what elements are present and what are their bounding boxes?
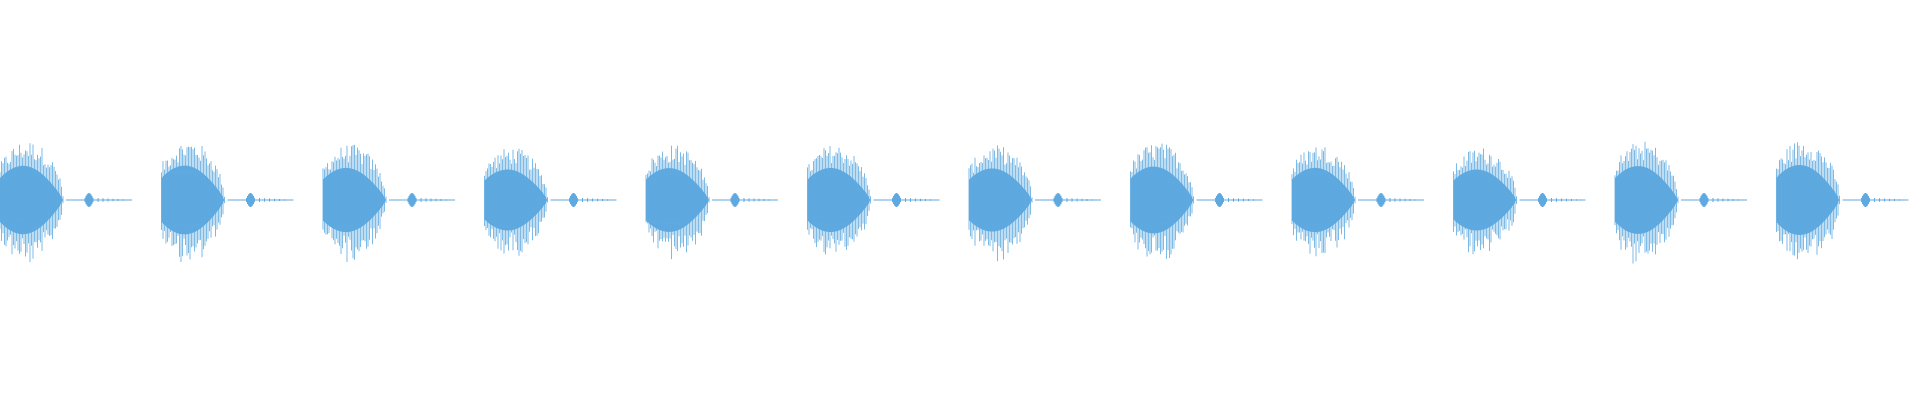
waveform-burst	[645, 145, 778, 260]
waveform-tail	[1035, 193, 1101, 207]
waveform-tail	[550, 193, 617, 207]
waveform-burst	[1614, 141, 1747, 264]
waveform-spikes	[0, 143, 64, 263]
waveform-spikes	[1453, 148, 1517, 255]
waveform-burst	[1776, 142, 1909, 260]
waveform-tail	[712, 193, 778, 207]
waveform-burst	[1453, 148, 1586, 255]
waveform-spikes	[1291, 147, 1356, 257]
waveform-tail	[227, 193, 294, 207]
waveform-burst	[1130, 143, 1263, 259]
waveform-spikes	[1776, 142, 1840, 260]
waveform-spikes	[968, 145, 1033, 262]
waveform-burst	[968, 145, 1101, 262]
waveform-spikes	[807, 146, 871, 255]
waveform-spikes	[1130, 143, 1194, 259]
waveform-spikes	[1614, 141, 1679, 264]
waveform-tail	[389, 193, 455, 207]
waveform-burst	[161, 146, 294, 262]
waveform-spikes	[645, 145, 710, 260]
waveform-tail	[1196, 193, 1263, 207]
waveform-spikes	[322, 144, 387, 262]
waveform-tail	[1842, 193, 1909, 207]
waveform-tail	[1681, 193, 1747, 207]
waveform-tail	[1358, 193, 1424, 207]
waveform-burst	[807, 146, 940, 255]
waveform-burst	[1291, 147, 1424, 257]
waveform-tail	[66, 193, 132, 207]
waveform-burst	[0, 143, 132, 263]
waveform-tail	[873, 193, 940, 207]
waveform-spikes	[484, 148, 548, 256]
waveform-burst	[322, 144, 455, 262]
waveform-spikes	[161, 146, 225, 262]
waveform-tail	[1519, 193, 1586, 207]
waveform-burst	[484, 148, 617, 256]
